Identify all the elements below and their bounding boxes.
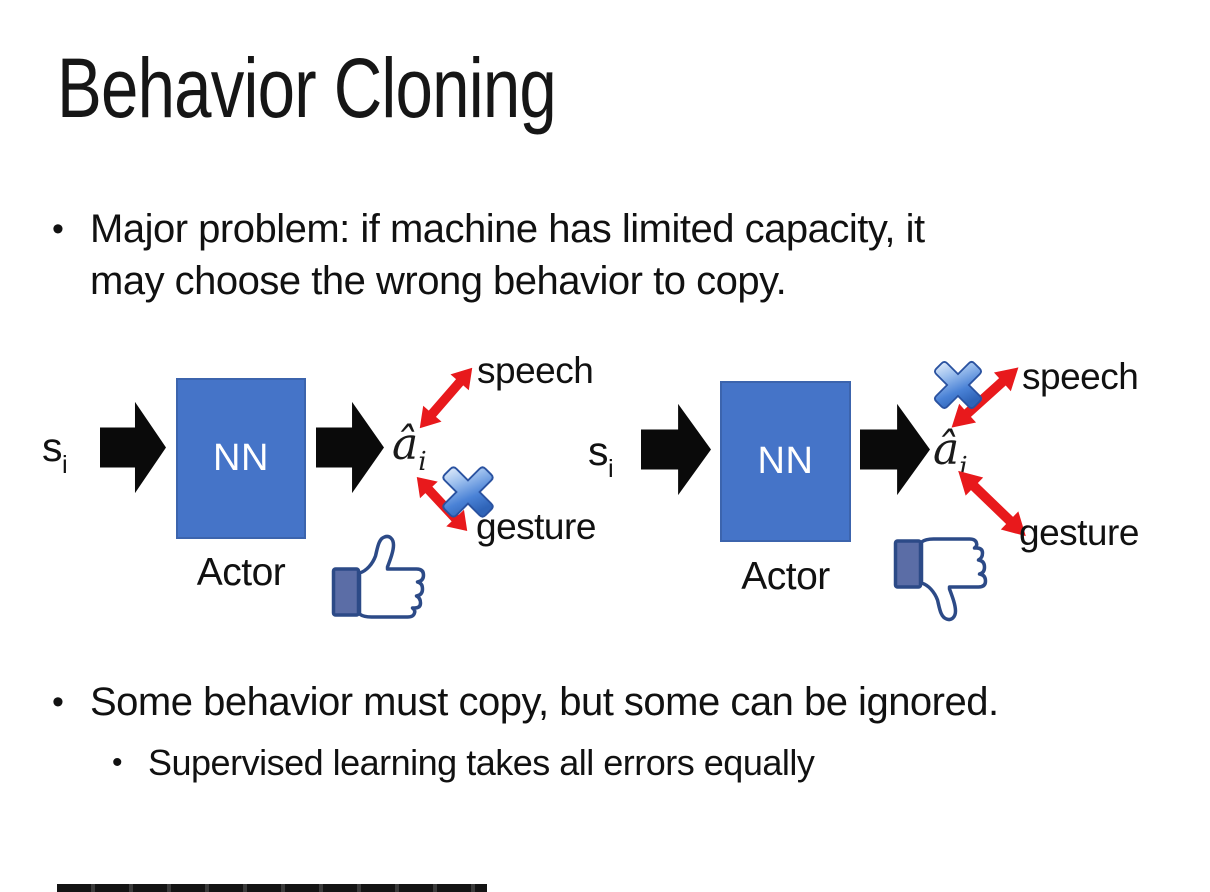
nn-box: NN <box>720 381 851 542</box>
flow-arrow-icon <box>100 401 166 494</box>
gesture-label: gesture <box>476 506 596 547</box>
nn-label: NN <box>757 440 814 482</box>
bullet-text: Major problem: if machine has limited ca… <box>90 203 925 307</box>
page-title: Behavior Cloning <box>57 41 557 135</box>
output-action-label: âi <box>392 419 427 478</box>
bullet-some-behavior: • Some behavior must copy, but some can … <box>52 677 999 727</box>
input-state-label: si <box>588 428 614 484</box>
actor-label: Actor <box>196 551 286 594</box>
flow-arrow-icon <box>316 401 384 494</box>
input-state-label: si <box>42 424 68 480</box>
nn-label: NN <box>213 437 269 479</box>
speech-label: speech <box>1022 356 1139 397</box>
clipped-next-line <box>57 884 487 892</box>
bullet-line-1: Major problem: if machine has limited ca… <box>90 207 925 251</box>
flow-arrow-icon <box>641 403 711 496</box>
bullet-supervised-learning: • Supervised learning takes all errors e… <box>112 739 815 787</box>
gesture-label: gesture <box>1019 512 1139 553</box>
cross-icon <box>437 461 499 523</box>
bullet-marker: • <box>52 210 64 248</box>
thumbs-up-icon <box>318 531 436 631</box>
bullet-line-2: may choose the wrong behavior to copy. <box>90 259 787 303</box>
actor-label: Actor <box>741 555 830 598</box>
flow-arrow-icon <box>860 403 930 496</box>
speech-arrow-icon <box>410 359 482 437</box>
nn-box: NN <box>176 378 306 539</box>
bullet-major-problem: • Major problem: if machine has limited … <box>52 203 925 307</box>
bullet-text: Some behavior must copy, but some can be… <box>90 680 999 724</box>
thumbs-down-icon <box>880 530 998 630</box>
cross-icon <box>929 356 987 414</box>
bullet-marker: • <box>112 746 123 779</box>
output-action-label: âi <box>933 424 968 483</box>
bullet-text: Supervised learning takes all errors equ… <box>148 742 815 783</box>
bullet-marker: • <box>52 683 64 721</box>
speech-label: speech <box>477 350 594 391</box>
